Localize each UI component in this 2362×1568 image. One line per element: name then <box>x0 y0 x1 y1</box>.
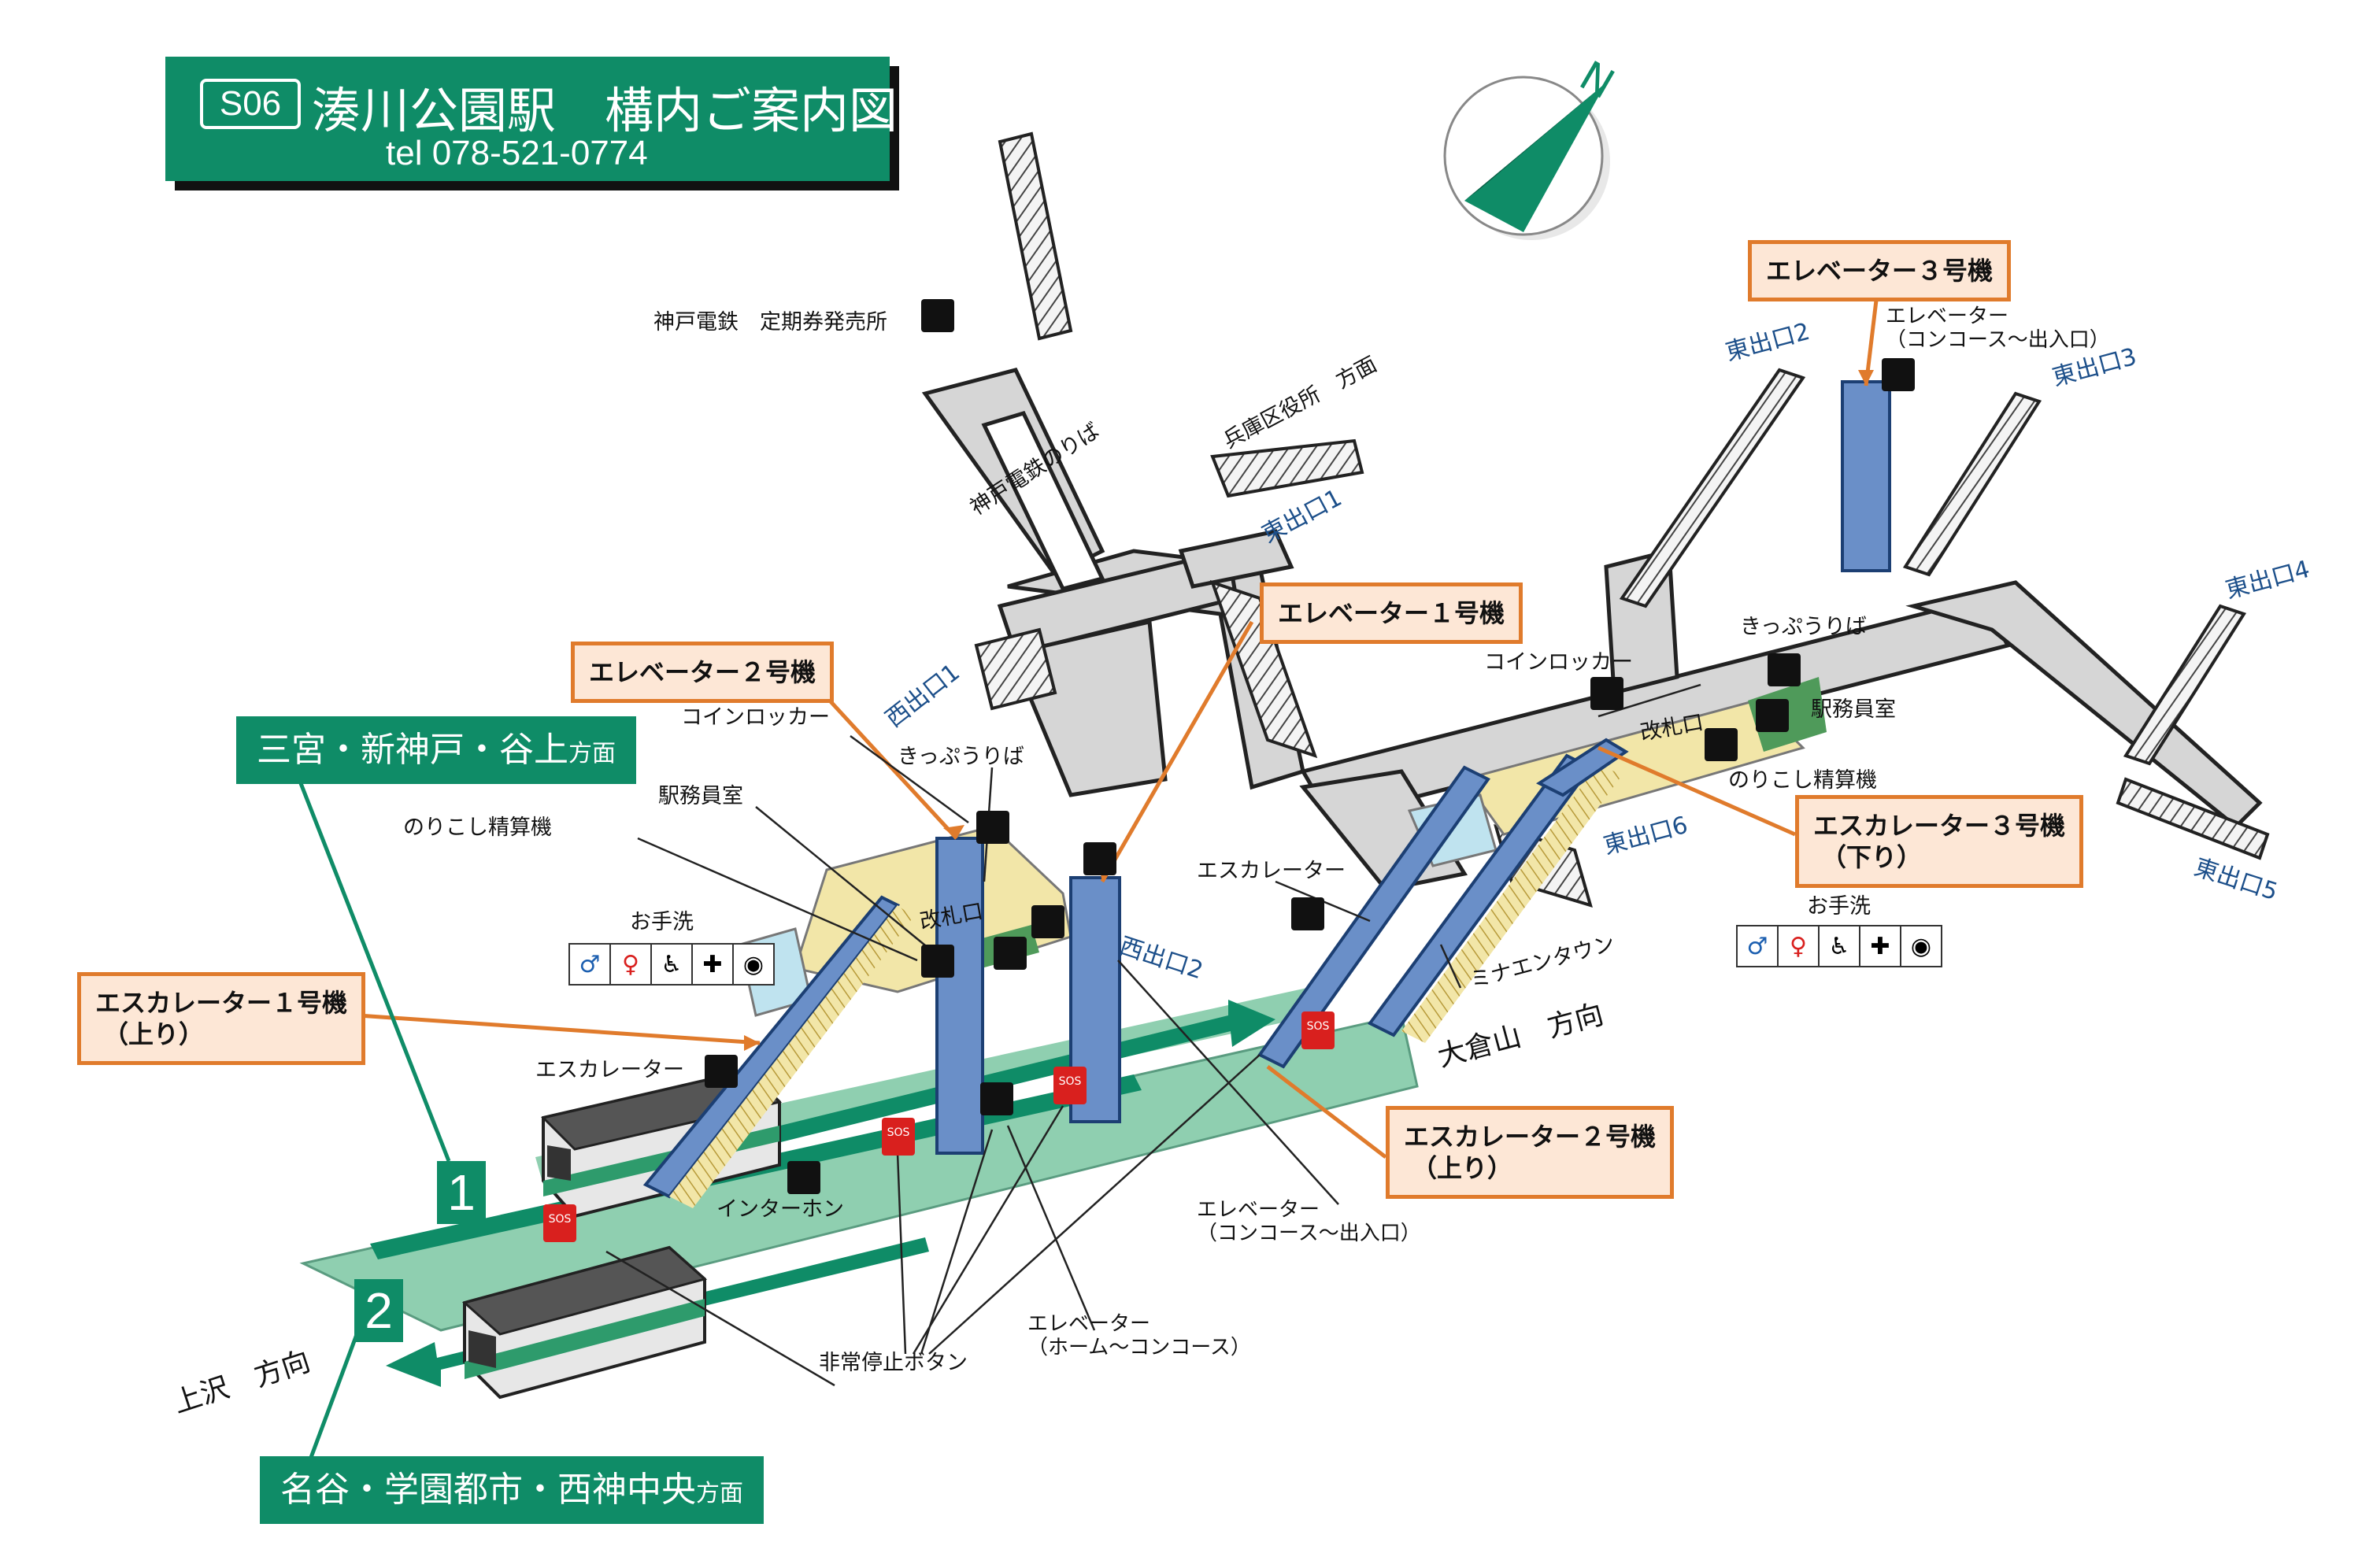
station-header: S06 湊川公園駅 構内ご案内図 tel 078-521-0774 <box>165 57 898 181</box>
callout-escalator-3: エスカレーター３号機 （下り） <box>1795 795 2084 888</box>
escalator-2[interactable] <box>1257 753 1622 1069</box>
exit-west-1[interactable]: 西出口1 <box>880 659 965 734</box>
label-fare-adjust-east: のりこし精算機 <box>1728 768 1877 793</box>
sos-button-4[interactable]: SOS <box>1301 1011 1335 1049</box>
label-toilet-west: お手洗 <box>630 910 694 934</box>
toilet-amenities-east: ♂ ♀ ♿ ✚ ◉ <box>1736 925 1942 967</box>
elevator-3-shaft[interactable] <box>1841 380 1891 572</box>
label-elevator-e3-sub: （コンコース～出入口） <box>1886 328 2110 352</box>
direction-sannomiya-main: 三宮・新神戸・谷上 <box>257 730 568 770</box>
label-escalator-concourse: エスカレーター <box>1197 859 1346 883</box>
elevator-2-shaft[interactable] <box>935 837 984 1155</box>
passage-void <box>981 410 1105 591</box>
sos-label: SOS <box>1307 1020 1330 1033</box>
label-coin-locker-west: コインロッカー <box>681 705 830 730</box>
exit-west-2[interactable]: 西出口2 <box>1116 932 1207 985</box>
label-kamisawa: 上沢 方向 <box>169 1345 314 1420</box>
label-ticket-east: きっぷうりば <box>1740 615 1867 639</box>
sos-label: SOS <box>1059 1075 1082 1088</box>
track-1-badge: 1 <box>437 1161 486 1224</box>
direction-sannomiya: 三宮・新神戸・谷上方面 <box>236 716 636 784</box>
toilet-amenities-west: ♂ ♀ ♿ ✚ ◉ <box>568 943 775 986</box>
callout-elevator-1: エレベーター１号機 <box>1260 582 1523 644</box>
callout-escalator-3-main: エスカレーター３号機 <box>1813 811 2066 841</box>
callout-escalator-1-sub: （上り） <box>103 1019 205 1049</box>
facility-icons <box>705 299 1915 1194</box>
exit-east-6[interactable]: 東出口6 <box>1601 812 1690 860</box>
label-elevator-e3: エレベーター <box>1886 305 2008 328</box>
callout-escalator-2-sub: （上り） <box>1412 1153 1513 1183</box>
track-2-badge: 2 <box>354 1279 403 1342</box>
sos-label: SOS <box>549 1213 572 1226</box>
exit-east-1[interactable]: 東出口1 <box>1257 484 1346 549</box>
callout-elevator-2: エレベーター２号機 <box>571 642 835 703</box>
direction-leaders <box>297 778 451 1469</box>
station-title: 湊川公園駅 構内ご案内図 <box>312 82 898 139</box>
toilet-men-icon: ♂ <box>568 943 611 986</box>
label-elevator-home: エレベーター <box>1027 1312 1150 1336</box>
baby-icon: ◉ <box>1900 925 1942 967</box>
sos-button-1[interactable]: SOS <box>543 1204 576 1242</box>
stairways <box>974 131 2270 908</box>
train-lower <box>461 1245 708 1400</box>
direction-myodani-main: 名谷・学園都市・西神中央 <box>280 1470 696 1510</box>
label-toilet-east: お手洗 <box>1807 894 1871 919</box>
label-kobe-dentetsu-office: 神戸電鉄 定期券発売所 <box>653 310 887 335</box>
callout-escalator-1: エスカレーター１号機 （上り） <box>77 972 366 1065</box>
label-fare-adjust-west: のりこし精算機 <box>403 815 552 840</box>
ostomate-icon: ✚ <box>1859 925 1901 967</box>
sos-label: SOS <box>887 1126 910 1139</box>
label-coin-locker-east: コインロッカー <box>1484 650 1633 675</box>
toilet-women-icon: ♀ <box>1777 925 1820 967</box>
sos-button-3[interactable]: SOS <box>1053 1067 1087 1104</box>
platform <box>299 988 1419 1332</box>
label-intercom: インターホン <box>716 1197 844 1222</box>
station-code-badge: S06 <box>200 79 301 129</box>
label-ticket-west: きっぷうりば <box>898 745 1024 769</box>
escalator-1[interactable] <box>642 895 913 1208</box>
label-station-office-east: 駅務員室 <box>1811 697 1896 722</box>
callout-escalator-1-main: エスカレーター１号機 <box>95 988 348 1018</box>
label-okurayama: 大倉山 方向 <box>1435 998 1607 1074</box>
label-elevator-conc: エレベーター <box>1197 1198 1320 1222</box>
label-station-office-west: 駅務員室 <box>658 784 743 808</box>
callout-escalator-3-sub: （下り） <box>1821 842 1923 872</box>
toilet-men-icon: ♂ <box>1736 925 1779 967</box>
station-tel: tel 078-521-0774 <box>386 134 648 172</box>
ostomate-icon: ✚ <box>691 943 734 986</box>
exit-east-2[interactable]: 東出口2 <box>1723 318 1812 367</box>
direction-myodani: 名谷・学園都市・西神中央方面 <box>260 1456 764 1524</box>
exit-east-4[interactable]: 東出口4 <box>2223 556 2312 605</box>
toilet-women-icon: ♀ <box>609 943 652 986</box>
wheelchair-icon: ♿ <box>650 943 693 986</box>
label-hyogo-ward: 兵庫区役所 方面 <box>1220 352 1381 453</box>
wheelchair-icon: ♿ <box>1818 925 1860 967</box>
sos-button-2[interactable]: SOS <box>882 1118 915 1156</box>
compass <box>1443 76 1610 240</box>
direction-sannomiya-suffix: 方面 <box>568 740 616 767</box>
label-escalator-west: エスカレーター <box>535 1058 684 1082</box>
label-elevator-conc-sub: （コンコース～出入口） <box>1197 1222 1421 1245</box>
exit-east-5[interactable]: 東出口5 <box>2191 853 2282 906</box>
callout-elevator-3: エレベーター３号機 <box>1748 240 2012 301</box>
escalator-3[interactable] <box>1535 738 1629 797</box>
direction-myodani-suffix: 方面 <box>696 1480 743 1507</box>
baby-icon: ◉ <box>732 943 775 986</box>
label-emergency-stop: 非常停止ボタン <box>819 1351 968 1375</box>
callout-escalator-2-main: エスカレーター２号機 <box>1404 1122 1657 1152</box>
label-elevator-home-sub: （ホーム～コンコース） <box>1027 1336 1251 1359</box>
callout-escalator-2: エスカレーター２号機 （上り） <box>1386 1106 1675 1199</box>
